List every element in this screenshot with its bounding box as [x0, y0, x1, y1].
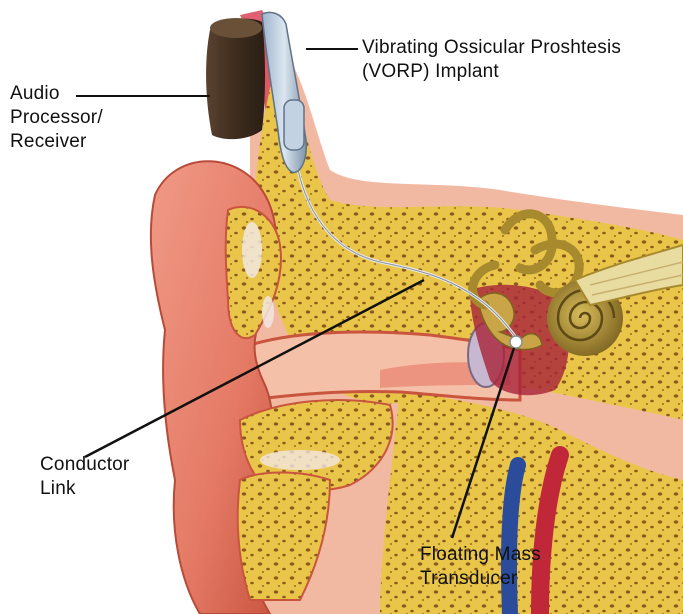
- label-audio-line1: Audio: [10, 82, 103, 106]
- label-conductor-line2: Link: [40, 477, 129, 501]
- audio-processor-top: [210, 18, 262, 38]
- label-vorp-line1: Vibrating Ossicular Proshtesis: [362, 36, 621, 60]
- cartilage-highlight: [242, 222, 262, 278]
- label-vorp-line2: (VORP) Implant: [362, 60, 621, 84]
- cartilage-highlight-2: [262, 296, 274, 328]
- label-audio-processor-receiver: Audio Processor/ Receiver: [10, 82, 103, 154]
- jugular-vein: [509, 465, 518, 614]
- floating-mass-transducer: [510, 336, 522, 348]
- label-audio-line2: Processor/: [10, 106, 103, 130]
- label-conductor-line1: Conductor: [40, 453, 129, 477]
- label-fmt-line2: Transducer: [420, 567, 541, 591]
- vorp-implant-module: [284, 100, 304, 150]
- label-floating-mass-transducer: Floating Mass Transducer: [420, 543, 541, 591]
- label-conductor-link: Conductor Link: [40, 453, 129, 501]
- label-audio-line3: Receiver: [10, 130, 103, 154]
- label-fmt-line1: Floating Mass: [420, 543, 541, 567]
- canal-highlight: [260, 450, 340, 470]
- label-vorp-implant: Vibrating Ossicular Proshtesis (VORP) Im…: [362, 36, 621, 84]
